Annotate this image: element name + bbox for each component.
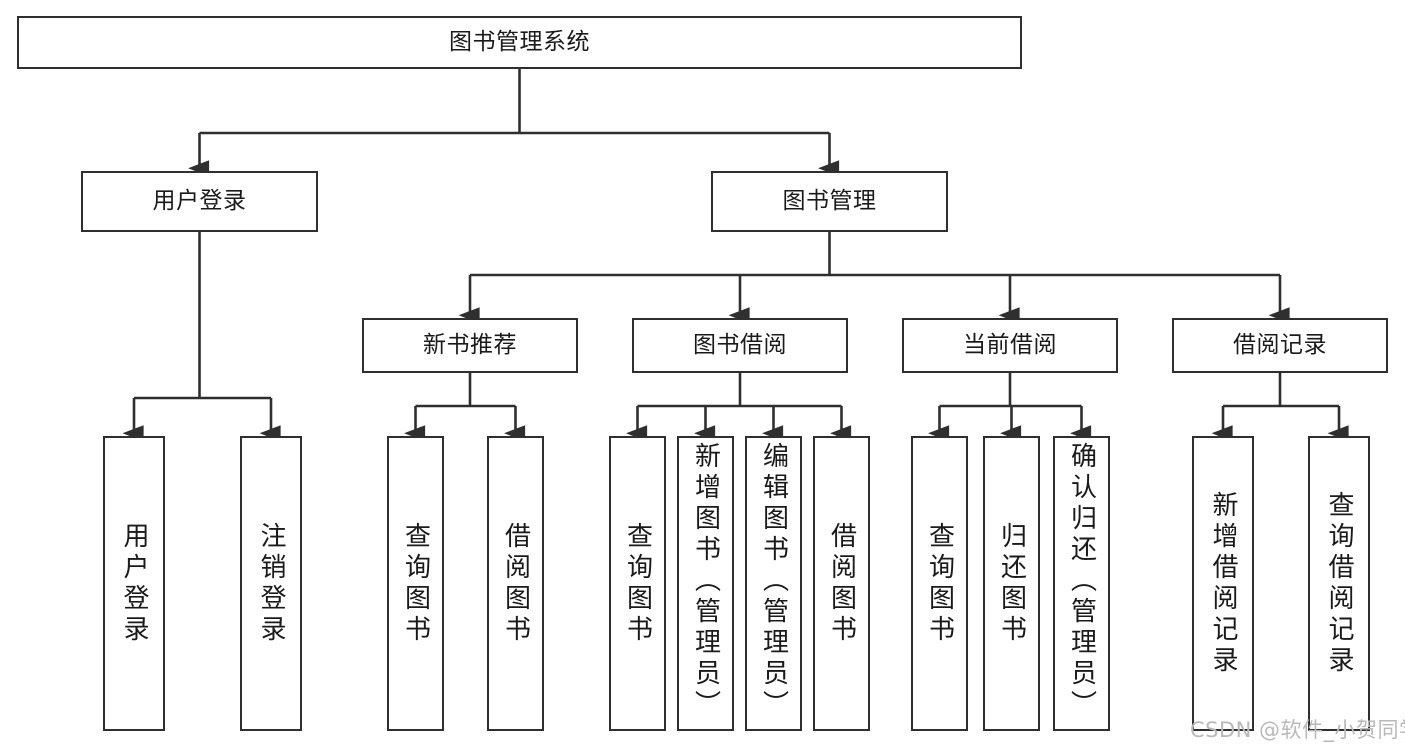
- node-current-borrow[interactable]: 当前借阅: [902, 318, 1118, 373]
- node-label-root: 图书管理系统: [449, 28, 590, 55]
- node-leaf-borrow-book-2[interactable]: 借阅图书: [813, 436, 870, 731]
- node-user-login[interactable]: 用户登录: [81, 171, 318, 232]
- node-label-borrow-record: 借阅记录: [1233, 331, 1327, 358]
- node-label-leaf-add-record: 新增借阅记录: [1208, 490, 1238, 677]
- node-label-leaf-user-logout: 注销登录: [256, 521, 286, 646]
- node-leaf-query-book-2[interactable]: 查询图书: [609, 436, 666, 731]
- node-leaf-add-record[interactable]: 新增借阅记录: [1192, 436, 1254, 731]
- node-leaf-edit-book[interactable]: 编辑图书（管理员）: [745, 436, 802, 731]
- node-leaf-borrow-book-1[interactable]: 借阅图书: [487, 436, 544, 731]
- node-leaf-query-book-3[interactable]: 查询图书: [911, 436, 968, 731]
- node-label-leaf-add-book: 新增图书（管理员）: [690, 442, 721, 721]
- node-label-leaf-user-login: 用户登录: [119, 521, 149, 646]
- node-leaf-query-book-1[interactable]: 查询图书: [387, 436, 444, 731]
- node-label-book-manage: 图书管理: [782, 187, 877, 214]
- node-label-book-borrow: 图书借阅: [693, 331, 787, 358]
- node-label-leaf-borrow-book-1: 借阅图书: [500, 521, 531, 646]
- node-leaf-query-record[interactable]: 查询借阅记录: [1308, 436, 1370, 731]
- node-label-leaf-return-book: 归还图书: [996, 521, 1027, 646]
- node-label-leaf-query-record: 查询借阅记录: [1324, 490, 1354, 677]
- node-borrow-record[interactable]: 借阅记录: [1172, 318, 1388, 373]
- node-label-user-login: 用户登录: [152, 187, 247, 214]
- node-root[interactable]: 图书管理系统: [17, 16, 1022, 69]
- node-book-manage[interactable]: 图书管理: [711, 171, 948, 232]
- node-label-new-book-rec: 新书推荐: [423, 331, 517, 358]
- edge-paths: [122, 69, 1349, 442]
- node-label-leaf-confirm-return: 确认归还（管理员）: [1066, 442, 1097, 721]
- node-label-leaf-query-book-1: 查询图书: [400, 521, 431, 646]
- node-label-current-borrow: 当前借阅: [963, 331, 1057, 358]
- node-leaf-user-logout[interactable]: 注销登录: [240, 436, 302, 731]
- node-label-leaf-query-book-3: 查询图书: [924, 521, 955, 646]
- node-leaf-add-book[interactable]: 新增图书（管理员）: [677, 436, 734, 731]
- node-leaf-user-login[interactable]: 用户登录: [103, 436, 165, 731]
- node-label-leaf-edit-book: 编辑图书（管理员）: [758, 442, 789, 721]
- node-leaf-confirm-return[interactable]: 确认归还（管理员）: [1053, 436, 1110, 731]
- node-new-book-rec[interactable]: 新书推荐: [362, 318, 578, 373]
- node-leaf-return-book[interactable]: 归还图书: [983, 436, 1040, 731]
- node-label-leaf-query-book-2: 查询图书: [622, 521, 653, 646]
- node-label-leaf-borrow-book-2: 借阅图书: [826, 521, 857, 646]
- node-book-borrow[interactable]: 图书借阅: [632, 318, 848, 373]
